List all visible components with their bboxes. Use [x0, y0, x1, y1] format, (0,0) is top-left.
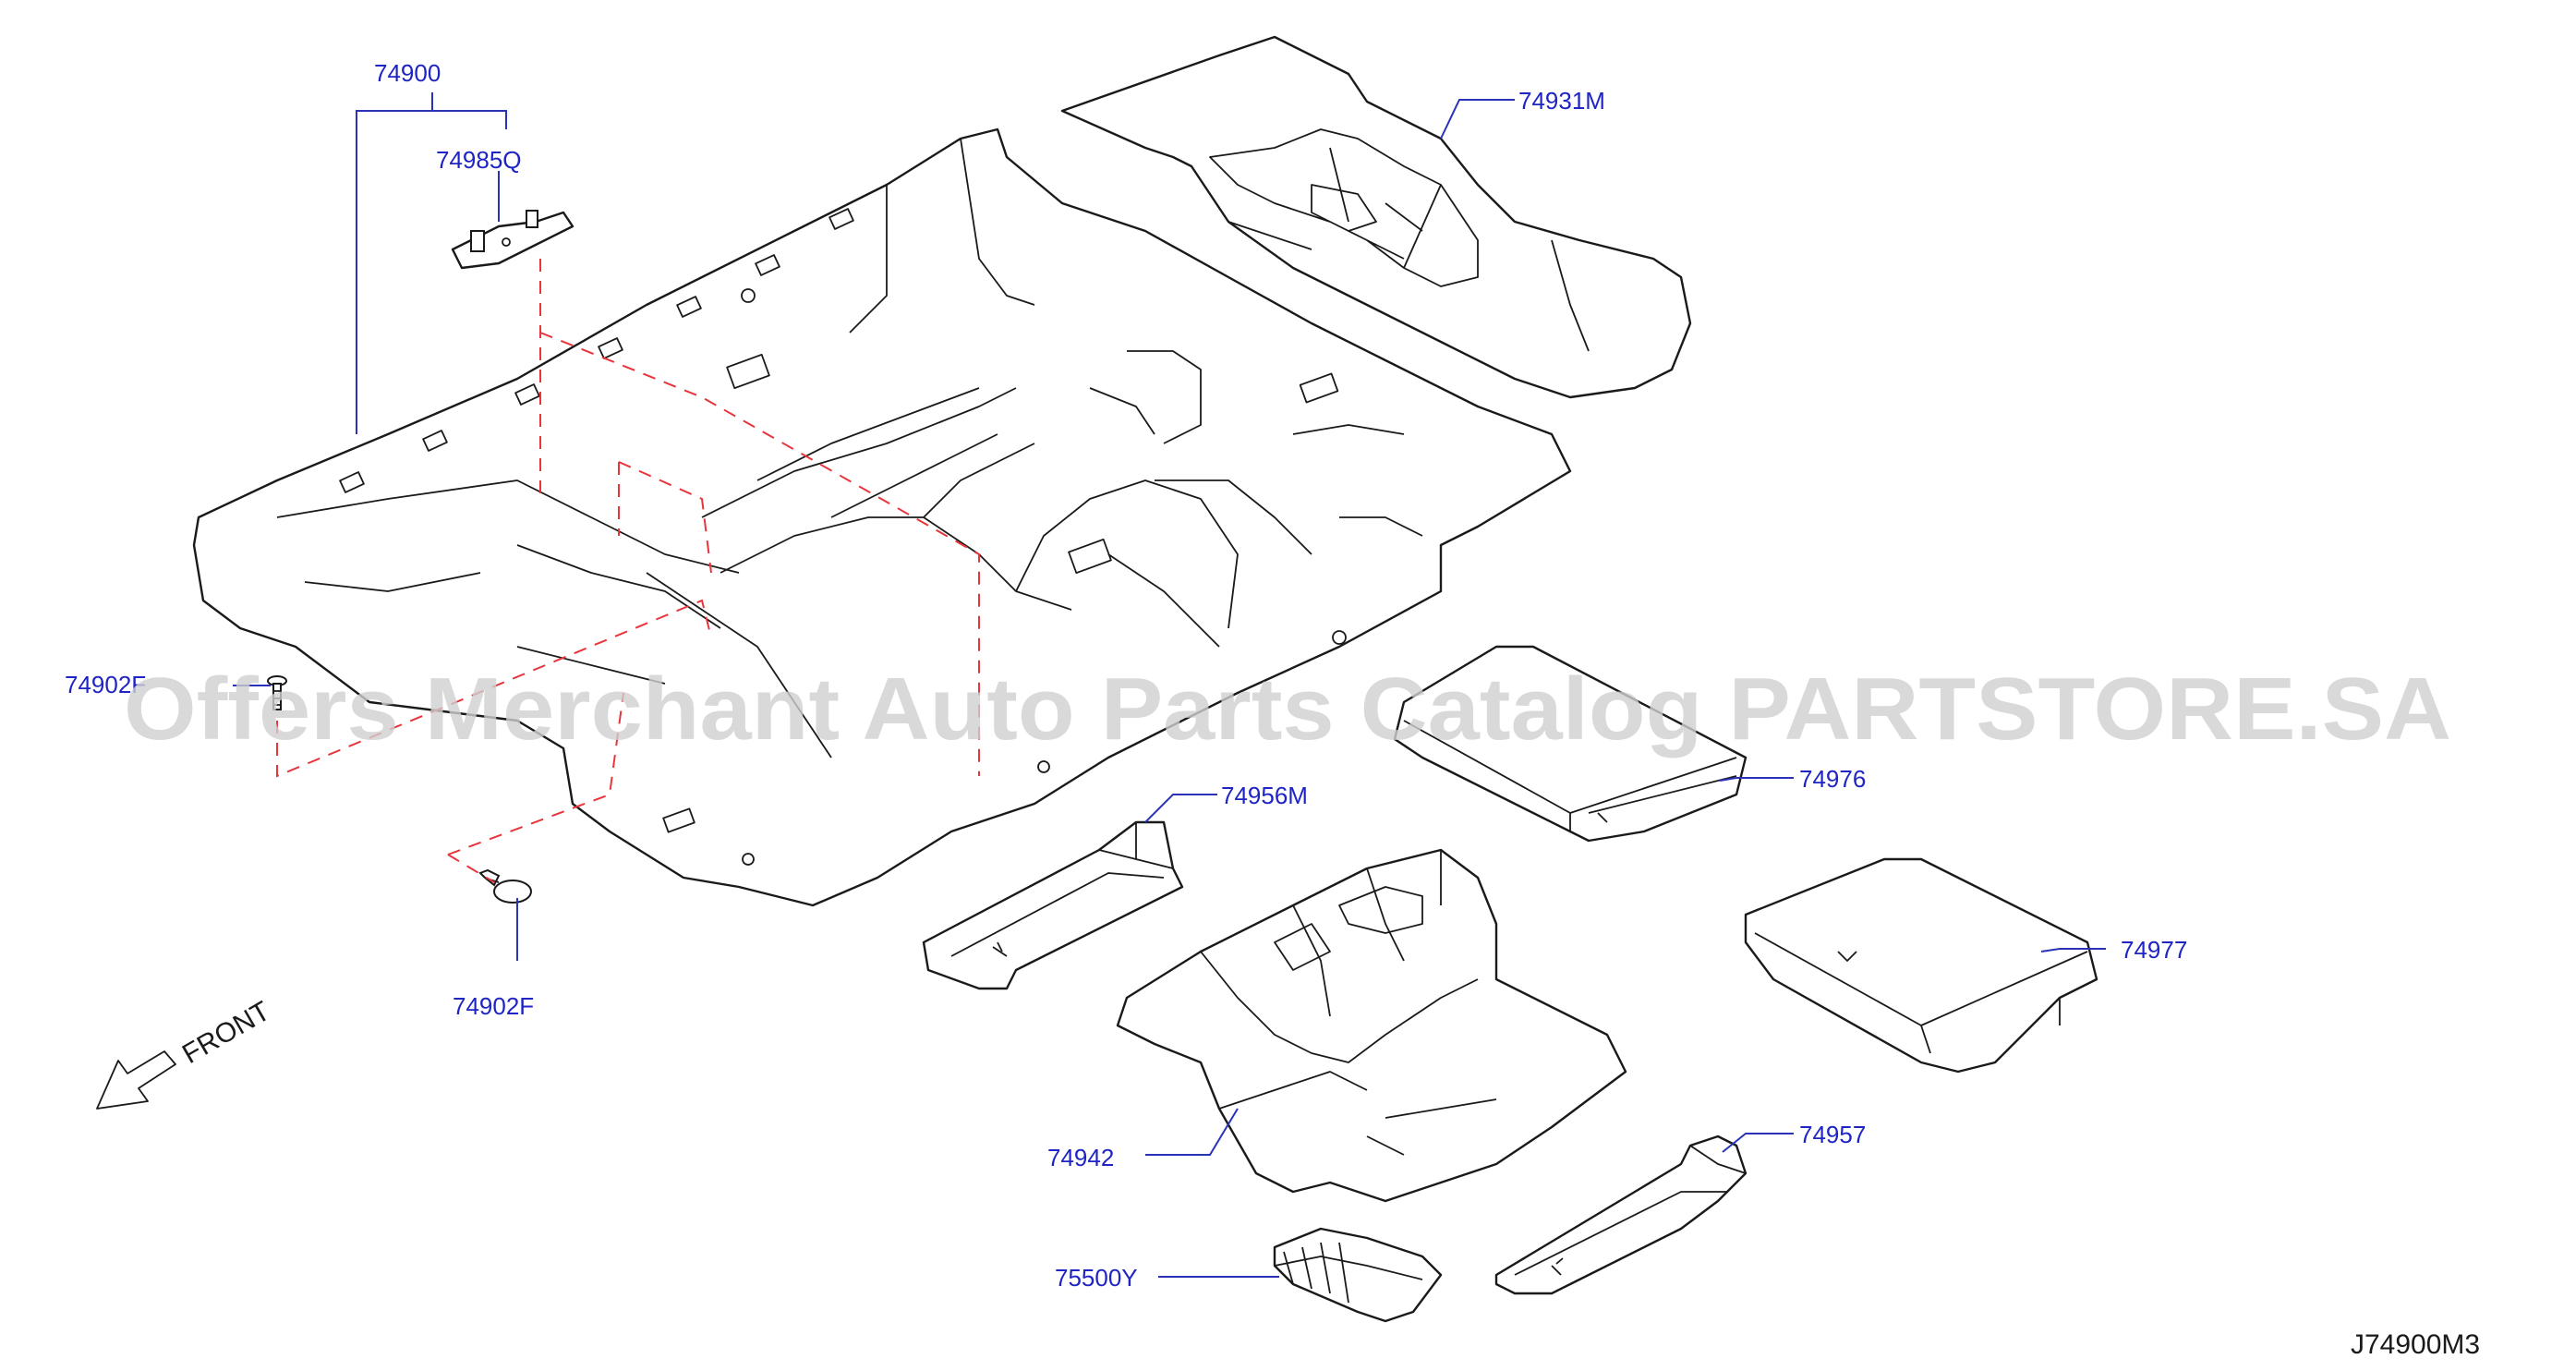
fastener-74902f-bottom[interactable]	[478, 868, 532, 904]
label-74931m[interactable]: 74931M	[1518, 87, 1605, 115]
watermark-text: Offers Merchant Auto Parts Catalog PARTS…	[124, 660, 2451, 758]
front-label: FRONT	[177, 996, 275, 1070]
drawing-code: J74900M3	[2351, 1329, 2480, 1360]
leader-lines	[233, 92, 2106, 1278]
rear-floor-carpet-74931m[interactable]	[1060, 35, 1692, 399]
label-74976[interactable]: 74976	[1799, 765, 1866, 793]
label-74957[interactable]: 74957	[1799, 1121, 1866, 1148]
label-74942[interactable]: 74942	[1047, 1144, 1114, 1171]
fastener-74902f-left[interactable]	[267, 675, 287, 710]
tunnel-insulator-74942[interactable]	[1116, 848, 1627, 1203]
mat-74956m[interactable]	[922, 820, 1184, 990]
label-74985q[interactable]: 74985Q	[436, 146, 522, 174]
duct-75500y[interactable]	[1273, 1227, 1443, 1323]
label-74902f-left[interactable]: 74902F	[65, 671, 146, 698]
clip-74985q[interactable]	[451, 210, 574, 270]
assembly-lines	[276, 259, 980, 883]
label-74902f-bottom[interactable]: 74902F	[453, 992, 534, 1020]
mat-74976[interactable]	[1393, 645, 1748, 843]
front-direction-indicator: FRONT	[96, 996, 275, 1110]
label-75500y[interactable]: 75500Y	[1055, 1264, 1138, 1292]
mat-74957[interactable]	[1494, 1134, 1748, 1295]
mat-74977[interactable]	[1744, 857, 2098, 1074]
label-74977[interactable]: 74977	[2121, 936, 2187, 964]
floor-carpet-74900[interactable]	[192, 127, 1572, 907]
front-arrow-icon	[96, 1050, 176, 1110]
label-74900[interactable]: 74900	[374, 59, 441, 87]
label-74956m[interactable]: 74956M	[1221, 782, 1308, 809]
